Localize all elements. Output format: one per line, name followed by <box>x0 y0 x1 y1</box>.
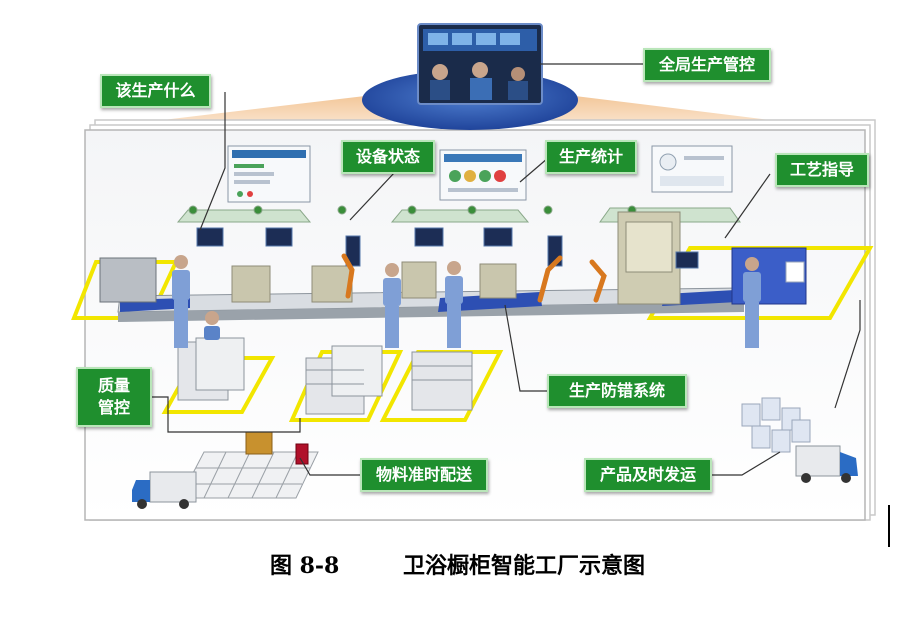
callout-production-stats: 生产统计 <box>545 140 637 174</box>
callout-error-proofing: 生产防错系统 <box>547 374 687 408</box>
station-screens <box>196 227 699 269</box>
conveyor-line <box>117 287 745 322</box>
delivery-truck <box>132 471 197 509</box>
workstations <box>99 211 681 305</box>
control-center <box>362 23 578 130</box>
callout-quality-control: 质量管控 <box>76 367 152 427</box>
edge-marker <box>888 505 890 547</box>
material-warehouse <box>179 431 319 499</box>
shipping-truck <box>795 445 858 483</box>
robot-arms <box>341 253 607 303</box>
material-carts <box>177 337 473 415</box>
callout-what-to-produce: 该生产什么 <box>100 74 211 108</box>
overhead-monitors <box>227 145 733 203</box>
callout-timely-shipping: 产品及时发运 <box>584 458 712 492</box>
figure-title: 卫浴橱柜智能工厂示意图 <box>403 553 646 579</box>
callout-process-guidance: 工艺指导 <box>775 153 869 187</box>
figure-caption: 图 8-8 卫浴橱柜智能工厂示意图 <box>0 548 915 580</box>
finished-goods <box>731 247 811 453</box>
callout-equipment-status: 设备状态 <box>341 140 435 174</box>
figure-number: 图 8-8 <box>269 553 340 579</box>
callout-material-delivery: 物料准时配送 <box>360 458 488 492</box>
workers <box>172 255 761 348</box>
callout-global-control: 全局生产管控 <box>643 48 771 82</box>
